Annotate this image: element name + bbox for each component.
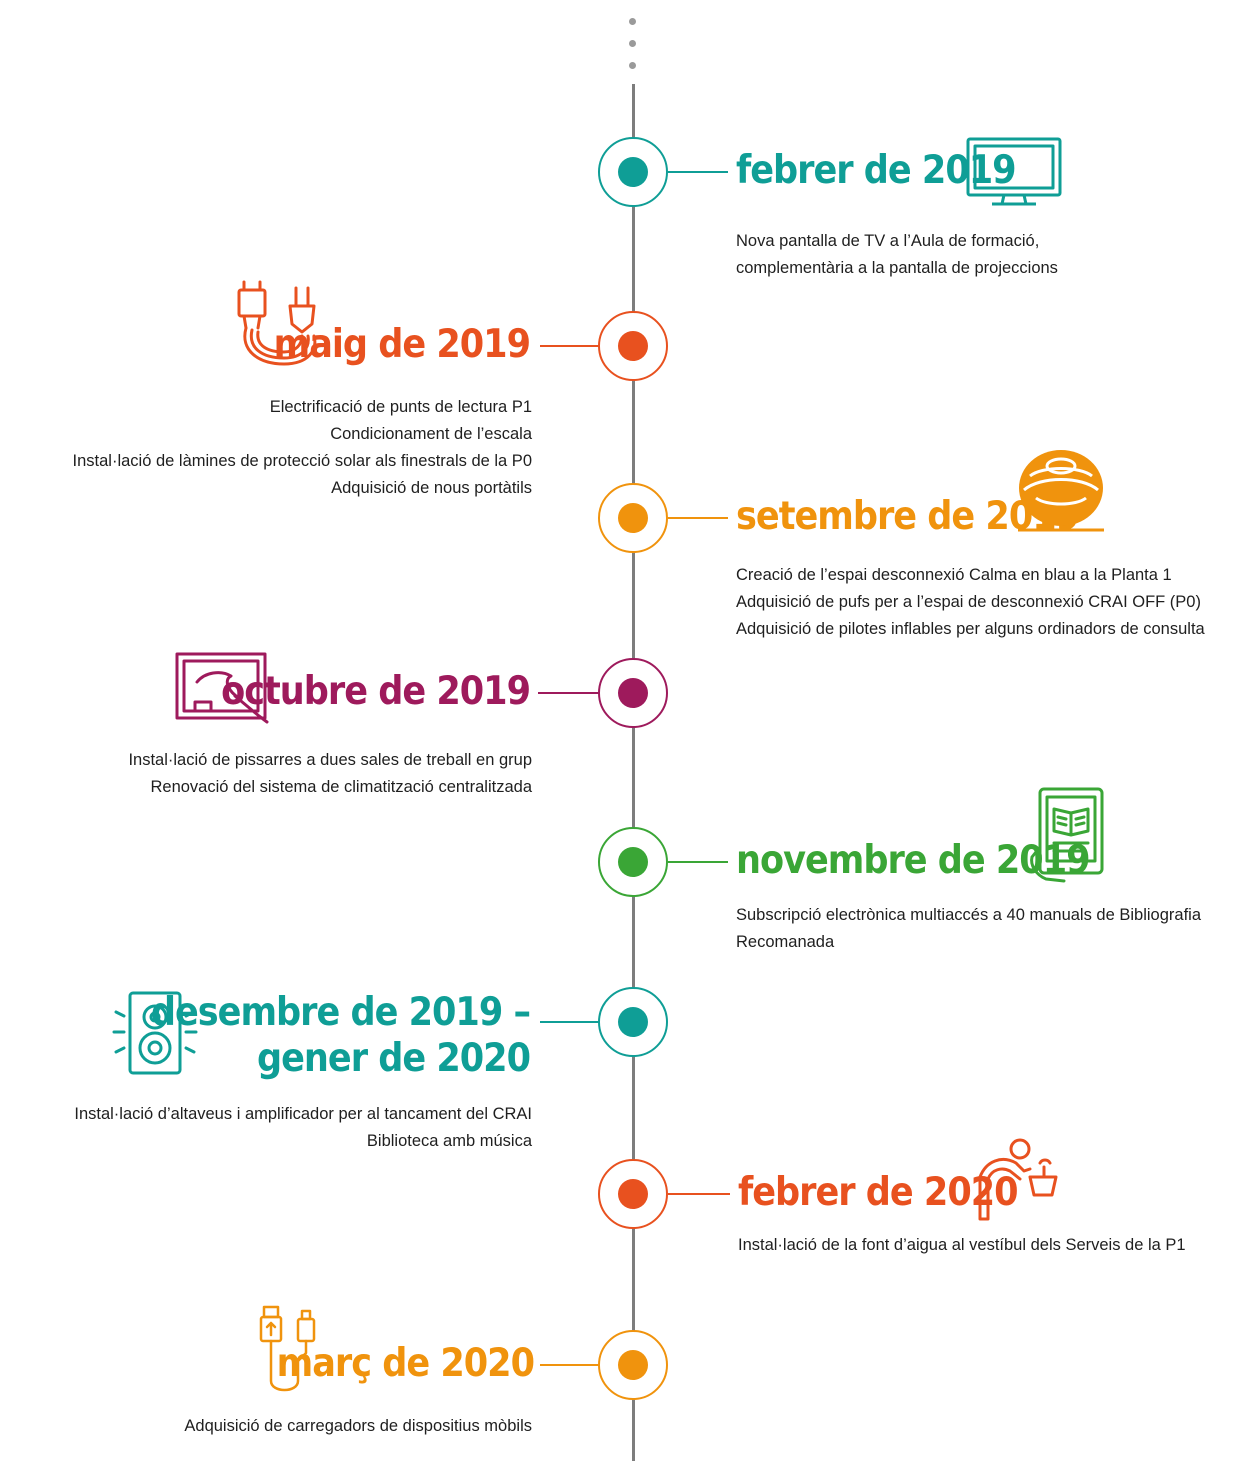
whiteboard-icon [175, 652, 271, 724]
speaker-icon [112, 990, 198, 1076]
tv-screen-icon [966, 137, 1062, 209]
entry-description: Nova pantalla de TV a l’Aula de formació… [736, 228, 1058, 282]
entry-title: desembre de 2019 – gener de 2020 [150, 990, 531, 1082]
connector-line [668, 861, 728, 863]
description-line: Electrificació de punts de lectura P1 [269, 398, 532, 416]
water-fountain-icon [976, 1137, 1060, 1223]
entry-description: Instal·lació de pissarres a dues sales d… [128, 747, 532, 801]
entry-description: Subscripció electrònica multiaccés a 40 … [736, 902, 1201, 956]
timeline-axis [632, 84, 635, 1461]
power-cable-plug-icon [236, 280, 332, 366]
description-line: Instal·lació de la font d’aigua al vestí… [738, 1236, 1186, 1254]
entry-title: febrer de 2019 [736, 148, 1017, 193]
entry-title: octubre de 2019 [221, 669, 531, 714]
entry-description: Instal·lació d’altaveus i amplificador p… [74, 1101, 532, 1155]
entry-description: Instal·lació de la font d’aigua al vestí… [738, 1232, 1186, 1259]
continuation-dot [629, 62, 636, 69]
connector-line [540, 1021, 600, 1023]
timeline-node [598, 311, 668, 381]
description-line: Adquisició de carregadors de dispositius… [184, 1417, 532, 1435]
description-line: Biblioteca amb música [366, 1132, 532, 1150]
description-line: Recomanada [736, 933, 835, 951]
connector-line [668, 171, 728, 173]
timeline-node [598, 137, 668, 207]
entry-title: març de 2020 [276, 1341, 535, 1386]
timeline-node [598, 1330, 668, 1400]
timeline-node [598, 658, 668, 728]
beanbag-pouf-icon [1016, 446, 1106, 532]
description-line: Instal·lació de pissarres a dues sales d… [128, 751, 532, 769]
title-line: gener de 2020 [256, 1036, 531, 1081]
connector-line [668, 1193, 730, 1195]
description-line: complementària a la pantalla de projecci… [736, 259, 1058, 277]
continuation-dot [629, 40, 636, 47]
timeline-node [598, 827, 668, 897]
continuation-dot [629, 18, 636, 25]
description-line: Renovació del sistema de climatització c… [150, 778, 532, 796]
description-line: Nova pantalla de TV a l’Aula de formació… [736, 232, 1040, 250]
connector-line [668, 517, 728, 519]
timeline-node [598, 1159, 668, 1229]
ebook-tablet-icon [1028, 787, 1106, 883]
title-line: desembre de 2019 – [150, 990, 531, 1035]
description-line: Creació de l’espai desconnexió Calma en … [736, 566, 1172, 584]
description-line: Adquisició de nous portàtils [331, 479, 532, 497]
description-line: Adquisició de pilotes inflables per algu… [736, 620, 1205, 638]
connector-line [538, 692, 600, 694]
entry-title: febrer de 2020 [738, 1170, 1019, 1215]
connector-line [540, 345, 600, 347]
connector-line [540, 1364, 600, 1366]
entry-description: Creació de l’espai desconnexió Calma en … [736, 562, 1205, 643]
description-line: Subscripció electrònica multiaccés a 40 … [736, 906, 1201, 924]
timeline-node [598, 987, 668, 1057]
description-line: Instal·lació d’altaveus i amplificador p… [74, 1105, 532, 1123]
description-line: Condicionament de l’escala [330, 425, 532, 443]
description-line: Instal·lació de làmines de protecció sol… [72, 452, 532, 470]
entry-description: Electrificació de punts de lectura P1 Co… [73, 394, 532, 502]
entry-title: maig de 2019 [273, 322, 531, 367]
description-line: Adquisició de pufs per a l’espai de desc… [736, 593, 1201, 611]
entry-description: Adquisició de carregadors de dispositius… [184, 1413, 532, 1440]
usb-charger-cable-icon [258, 1305, 322, 1395]
timeline-node [598, 483, 668, 553]
